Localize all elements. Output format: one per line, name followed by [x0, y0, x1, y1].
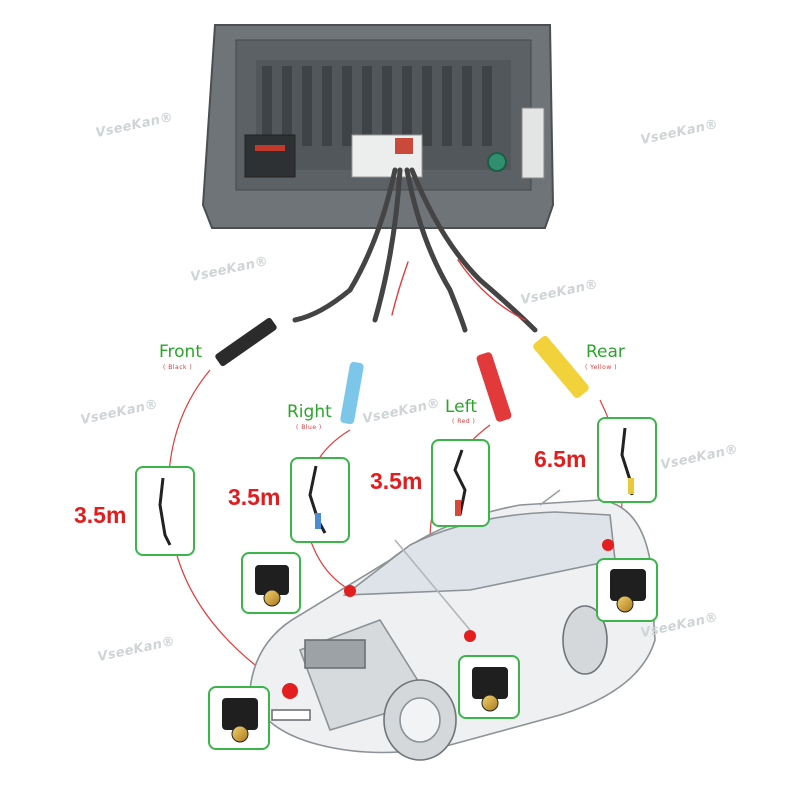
left-camera-label: Left: [445, 397, 477, 417]
rear-cable-length: 6.5m: [534, 446, 587, 472]
cable-box-right: [290, 457, 350, 543]
right-camera-label: Right: [287, 402, 332, 422]
right-cable-length: 3.5m: [228, 484, 281, 510]
plug-connector-front-icon: [215, 317, 277, 367]
camera-module-icon: [208, 686, 270, 750]
left-color-note: ( Red ): [452, 418, 476, 425]
harness-wires: [292, 167, 538, 333]
cable-box-rear: [597, 417, 657, 503]
front-cable-length: 3.5m: [74, 502, 127, 528]
rear-camera-label: Rear: [586, 342, 625, 362]
front-camera-label: Front: [159, 342, 202, 362]
left-cable-length: 3.5m: [370, 468, 423, 494]
camera-module-icon: [596, 558, 658, 622]
head-unit-icon: [201, 24, 555, 229]
cable-box-left: [431, 439, 490, 527]
rear-color-note: ( Yellow ): [585, 364, 617, 371]
plug-connector-right-icon: [340, 361, 364, 425]
front-color-note: ( Black ): [163, 364, 193, 371]
camera-module-icon: [241, 552, 301, 614]
car-illustration-icon: [249, 489, 656, 761]
camera-mount-points: [282, 539, 614, 699]
plug-connector-rear-icon: [533, 336, 589, 398]
right-color-note: ( Blue ): [296, 424, 322, 431]
camera-module-icon: [458, 655, 520, 719]
plug-connector-left-icon: [476, 352, 512, 422]
cable-box-front: [135, 466, 195, 556]
